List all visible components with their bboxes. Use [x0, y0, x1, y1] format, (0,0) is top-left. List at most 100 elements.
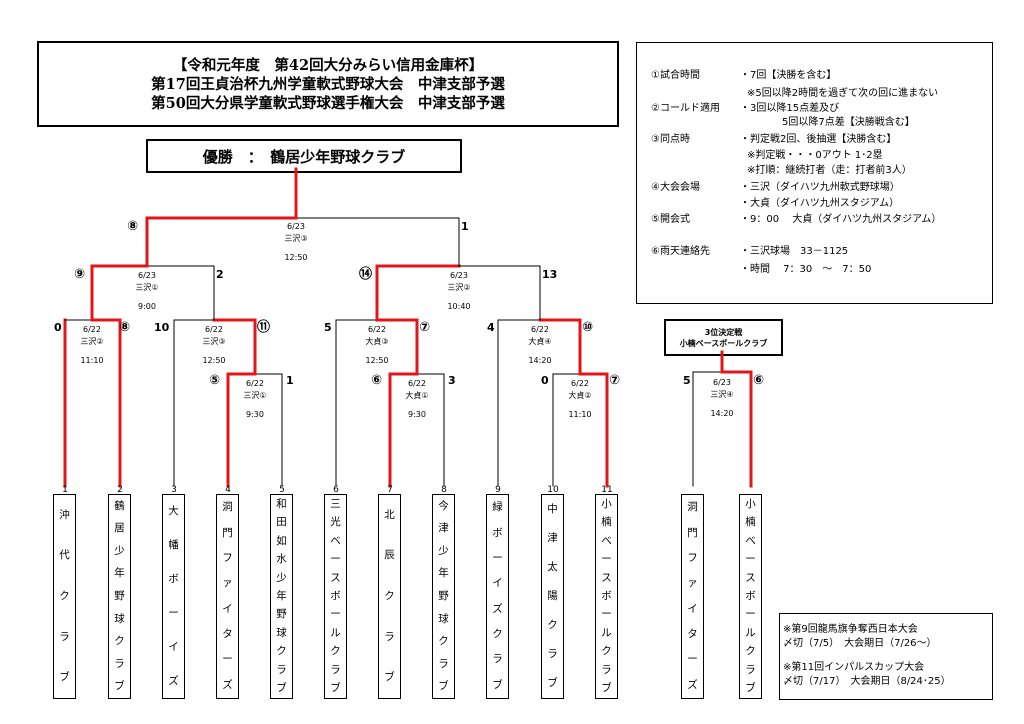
rule-value: ・判定戦2回、後抽選【決勝含む】	[740, 134, 897, 145]
match-time: 9:30	[408, 410, 426, 419]
team-name-char: ー	[601, 553, 612, 566]
team-name-char: イ	[492, 577, 503, 590]
team-name-box: 小楠ベースボールクラブ	[739, 494, 762, 699]
rule-value: ※打順：継続打者（走：打者前3人）	[747, 165, 912, 176]
team-name-char: 和	[276, 497, 287, 510]
team-name-char: 如	[276, 534, 287, 547]
left-score: ⑤	[209, 373, 220, 388]
team-name-char: ク	[745, 645, 756, 658]
left-score: ⑨	[74, 267, 85, 282]
team-name-char: ブ	[438, 680, 449, 693]
team-name-char: ー	[745, 608, 756, 621]
team-name-char: 楠	[601, 516, 612, 529]
team-number: 6	[333, 485, 339, 495]
match-date: 6/22	[246, 379, 264, 388]
team-name-box: 和田如水少年野球クラブ	[270, 494, 293, 699]
team-name-char: ベ	[330, 534, 341, 547]
match-venue: 大貞②	[568, 390, 591, 400]
right-score: 2	[216, 268, 224, 281]
rule-value: ・7回【決勝を含む】	[740, 70, 837, 81]
team-name-char: ブ	[384, 671, 395, 684]
match-date: 6/23	[450, 271, 468, 280]
team-name-char: ボ	[330, 589, 341, 602]
right-score: ⑥	[753, 373, 764, 388]
team-name-char: 小	[601, 497, 612, 510]
title-line-2: 第17回王貞治杯九州学童軟式野球大会 中津支部予選	[151, 75, 505, 93]
match-venue: 大貞③	[365, 336, 388, 346]
team-name-char: イ	[222, 602, 233, 615]
team-name-char: 年	[276, 589, 287, 602]
team-name-char: ブ	[59, 671, 70, 684]
rule-label: ①試合時間	[651, 70, 700, 81]
team-name-char: 幡	[168, 539, 179, 552]
team-name-char: ズ	[687, 678, 698, 691]
match-venue: 大貞④	[528, 336, 551, 346]
team-name-char: ラ	[547, 648, 558, 660]
right-score: ⑦	[609, 373, 620, 388]
team-name-char: ァ	[687, 577, 698, 590]
left-score: ⑭	[359, 266, 372, 282]
tournament-title-box: 【令和元年度 第42回大分みらい信用金庫杯】 第17回王貞治杯九州学童軟式野球大…	[37, 41, 619, 127]
team-name-char: イ	[168, 640, 179, 653]
team-name-char: 光	[330, 516, 341, 529]
left-score: 5	[683, 374, 691, 387]
team-name-char: ー	[687, 653, 698, 666]
rule-value: ・三沢球場 33－1125	[740, 246, 849, 257]
notes-box: ※第9回龍馬旗争奪西日本大会〆切（7/5） 大会期日（7/26～）※第11回イン…	[779, 613, 993, 700]
team-name-box: 今津少年野球クラブ	[432, 494, 455, 699]
right-score: ⑩	[582, 320, 593, 335]
rule-label: ③同点時	[651, 134, 690, 145]
right-score: 1	[461, 220, 469, 233]
third-place-winner: 小楠ベースボールクラブ	[679, 338, 768, 348]
left-score: 4	[487, 321, 495, 334]
team-number: 2	[117, 485, 123, 495]
team-name-char: ー	[168, 606, 179, 619]
team-name-box: 北辰クラブ	[378, 494, 401, 699]
team-name-char: ス	[330, 571, 341, 584]
right-score: ⑧	[119, 320, 130, 335]
rule-value: ・9：00 大貞（ダイハツ九州スタジアム）	[740, 214, 942, 225]
match-venue: 三沢③	[202, 337, 225, 346]
team-name-char: ブ	[114, 680, 125, 693]
title-line-3: 第50回大分県学童軟式野球選手権大会 中津支部予選	[151, 94, 505, 112]
team-name-char: ラ	[330, 663, 341, 676]
team-name-char: 水	[276, 553, 287, 566]
team-name-char: イ	[687, 602, 698, 615]
team-name-box: 中津太陽クラブ	[541, 494, 564, 699]
match-time: 14:20	[710, 409, 733, 418]
team-name-box: 三光ベースボールクラブ	[324, 494, 347, 699]
match-time: 10:40	[447, 302, 470, 311]
team-name-char: 野	[114, 589, 125, 602]
team-name-char: 門	[687, 526, 698, 539]
team-name-char: ル	[745, 626, 756, 639]
team-name-char: ス	[745, 571, 756, 584]
right-score: 3	[448, 374, 456, 387]
rule-label: ④大会会場	[651, 182, 700, 193]
team-name-char: 三	[330, 497, 341, 510]
match-venue: 三沢③	[284, 234, 307, 243]
team-number: 4	[225, 485, 231, 495]
rule-value: 5回以降7点差【決勝戦含む】	[782, 117, 915, 128]
team-name-char: 沖	[59, 508, 70, 521]
team-name-char: 代	[59, 549, 70, 562]
rule-value: ・大貞（ダイハツ九州スタジアム）	[740, 198, 900, 209]
team-name-char: ボ	[601, 589, 612, 602]
team-name-char: 球	[114, 612, 125, 625]
team-name-box: 大幡ボーイズ	[162, 494, 185, 699]
left-score: ⑧	[127, 219, 138, 234]
team-name-char: ボ	[168, 573, 179, 586]
team-name-char: ラ	[492, 653, 503, 666]
team-name-char: ブ	[547, 677, 558, 689]
match-venue: 三沢②	[80, 337, 103, 346]
note-line: 〆切（7/17） 大会期日（8/24･25）	[783, 676, 951, 687]
team-name-char: ー	[330, 608, 341, 621]
note-line: ※第9回龍馬旗争奪西日本大会	[783, 624, 918, 635]
team-name-char: 中	[547, 503, 558, 515]
match-time: 12:50	[284, 253, 307, 262]
team-number: 11	[601, 485, 612, 495]
team-name-char: ク	[384, 589, 395, 602]
match-date: 6/22	[571, 379, 589, 388]
note-line: ※第11回インパルスカップ大会	[783, 662, 925, 673]
left-score: 5	[324, 321, 332, 334]
